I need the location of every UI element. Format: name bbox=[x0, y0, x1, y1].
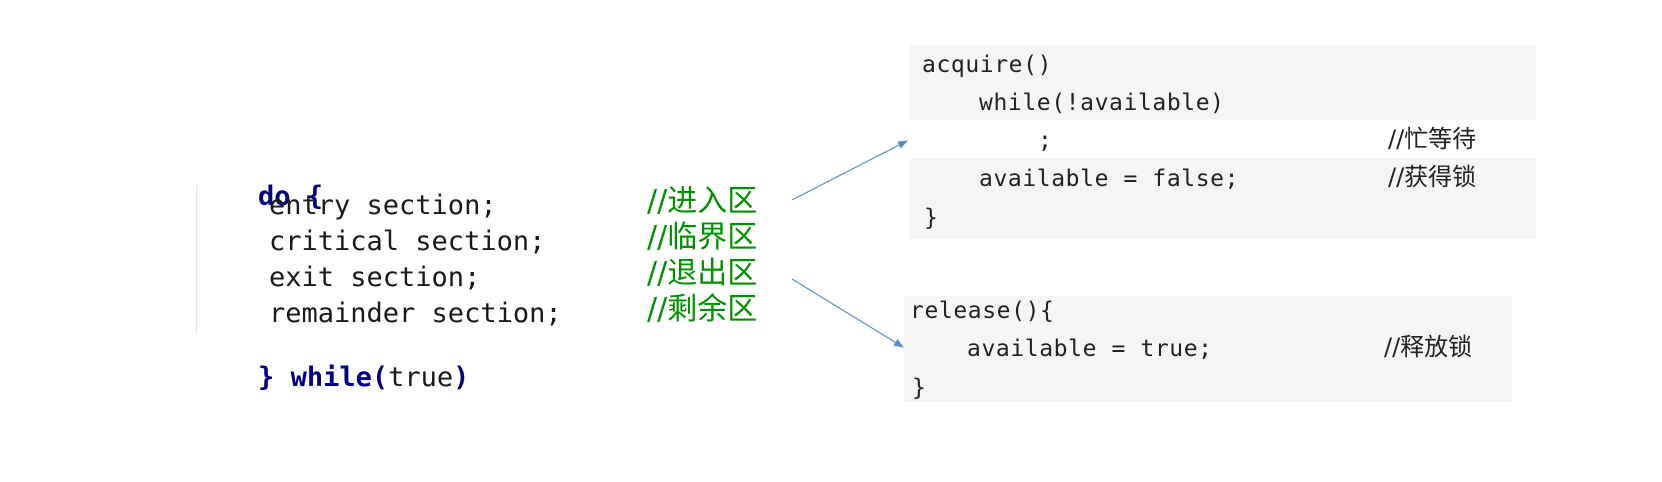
release-signature: release(){ bbox=[910, 298, 1055, 324]
exit-section-code: exit section; bbox=[269, 262, 481, 293]
critical-section-code-line: critical section; bbox=[269, 226, 546, 257]
release-code-panel bbox=[904, 296, 1512, 402]
exit-to-release-arrow bbox=[791, 278, 904, 348]
release-lock-comment: //释放锁 bbox=[1384, 333, 1473, 361]
close-brace: } bbox=[258, 362, 275, 393]
exit-section-comment: //退出区 bbox=[647, 256, 758, 291]
busy-wait-line-band bbox=[910, 120, 1536, 158]
busy-wait-comment: //忙等待 bbox=[1388, 125, 1477, 153]
indent-guide bbox=[196, 185, 197, 333]
acquire-signature: acquire() bbox=[922, 52, 1053, 78]
entry-section-comment: //进入区 bbox=[647, 184, 758, 219]
do-line: do { bbox=[193, 156, 323, 237]
remainder-section-comment: //剩余区 bbox=[647, 292, 758, 327]
acquire-empty-statement: ; bbox=[1038, 128, 1053, 154]
while-line: } while(true) bbox=[258, 362, 470, 393]
while-keyword: while bbox=[290, 362, 372, 393]
entry-section-code: entry section; bbox=[269, 190, 497, 221]
while-condition-value: true bbox=[388, 362, 454, 393]
acquire-close-brace: } bbox=[924, 205, 939, 231]
critical-section-code: do { entry section; //进入区 critical secti… bbox=[0, 0, 820, 482]
critical-section-comment: //临界区 bbox=[647, 220, 758, 255]
open-brace: { bbox=[290, 181, 324, 212]
release-close-brace: } bbox=[912, 375, 927, 401]
acquire-lock-comment: //获得锁 bbox=[1388, 163, 1477, 191]
acquire-assign-line: available = false; bbox=[979, 166, 1240, 192]
release-assign-line: available = true; bbox=[967, 336, 1213, 362]
acquire-while-line: while(!available) bbox=[979, 90, 1225, 116]
entry-to-acquire-arrow bbox=[791, 140, 908, 201]
remainder-section-code: remainder section; bbox=[269, 298, 562, 329]
do-keyword: do bbox=[258, 181, 291, 212]
